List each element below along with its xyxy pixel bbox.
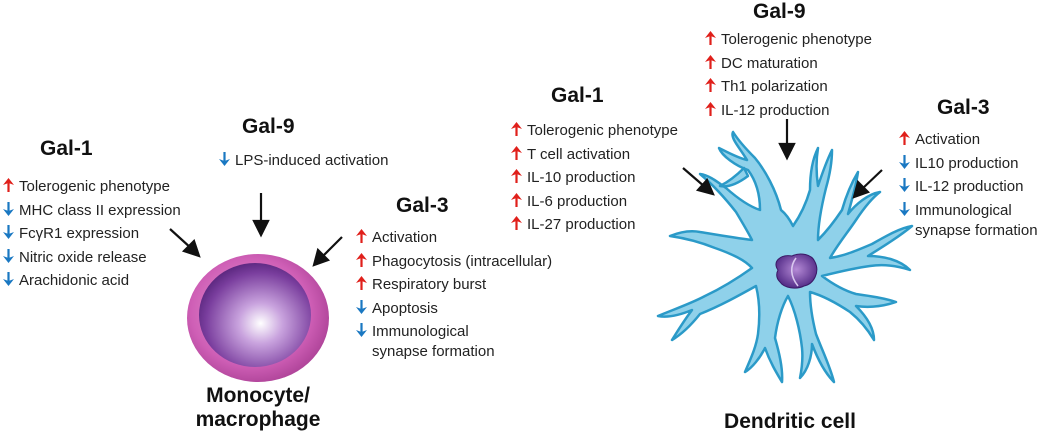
effect-text: Respiratory burst: [372, 276, 487, 293]
effect-text: DC maturation: [721, 54, 818, 72]
effect-text: FcγR1 expression: [19, 225, 140, 242]
blue-down-arrow-icon: [3, 199, 16, 216]
red-up-arrow-icon: [705, 28, 718, 45]
mono-gal9-list: LPS-induced activation: [219, 149, 388, 173]
effect-text: IL-6 production: [527, 192, 628, 210]
effect-text: Tolerogenic phenotype: [527, 122, 678, 139]
dc-gal3-title: Gal-3: [937, 96, 990, 119]
effect-text: IL-10 production: [527, 169, 636, 186]
dendritic-nucleus: [775, 253, 818, 289]
red-up-arrow-icon: [511, 166, 524, 183]
dendritic-label: Dendritic cell: [724, 410, 856, 433]
effect-text: Immunological synapse formation: [915, 201, 1038, 239]
blue-down-arrow-icon: [899, 152, 912, 169]
blue-down-arrow-icon: [356, 297, 369, 314]
red-up-arrow-icon: [511, 213, 524, 230]
effect-item: IL-27 production: [511, 213, 678, 237]
effect-text: IL-12 production: [721, 101, 830, 119]
effect-text: IL-27 production: [527, 216, 636, 233]
effect-text: MHC class II expression: [19, 201, 181, 219]
monocyte-label-line2: macrophage: [195, 408, 321, 431]
effect-item: MHC class II expression: [3, 199, 181, 223]
effect-item: Activation: [356, 226, 552, 250]
blue-down-arrow-icon: [3, 269, 16, 286]
effect-item: Arachidonic acid: [3, 269, 181, 293]
effect-item: FcγR1 expression: [3, 222, 181, 246]
effect-text: Phagocytosis (intracellular): [372, 252, 553, 270]
red-up-arrow-icon: [705, 75, 718, 92]
effect-text: Apoptosis: [372, 299, 438, 317]
effect-item: Phagocytosis (intracellular): [356, 250, 552, 274]
effect-item: IL-10 production: [511, 166, 678, 190]
effect-item: Nitric oxide release: [3, 246, 181, 270]
effect-item: LPS-induced activation: [219, 149, 388, 173]
effect-text: Nitric oxide release: [19, 248, 147, 266]
effect-item: Activation: [899, 128, 1038, 152]
blue-down-arrow-icon: [899, 175, 912, 192]
effect-text: IL-12 production: [915, 178, 1024, 195]
blue-down-arrow-icon: [899, 199, 912, 216]
effect-text: Activation: [372, 229, 438, 246]
mono-gal9-title: Gal-9: [242, 115, 295, 138]
blue-down-arrow-icon: [219, 149, 232, 166]
red-up-arrow-icon: [356, 273, 369, 290]
effect-item: IL10 production: [899, 152, 1038, 176]
effect-text: Arachidonic acid: [19, 272, 130, 289]
effect-text: Activation: [915, 131, 981, 148]
effect-text: LPS-induced activation: [235, 152, 389, 169]
effect-item: Th1 polarization: [705, 75, 872, 99]
effect-item: IL-12 production: [705, 99, 872, 123]
effect-text: Immunological synapse formation: [372, 323, 495, 360]
effect-item: Immunological synapse formation: [899, 199, 1038, 241]
red-up-arrow-icon: [511, 190, 524, 207]
dendritic-arrows: [682, 119, 883, 199]
gal1-to-monocyte-arrow: [169, 228, 201, 258]
mono-gal1-title: Gal-1: [40, 137, 93, 160]
red-up-arrow-icon: [705, 52, 718, 69]
effect-item: Tolerogenic phenotype: [511, 119, 678, 143]
red-up-arrow-icon: [356, 226, 369, 243]
effect-text: Th1 polarization: [721, 78, 828, 95]
effect-item: DC maturation: [705, 52, 872, 76]
red-up-arrow-icon: [511, 119, 524, 136]
effect-item: Apoptosis: [356, 297, 552, 321]
effect-item: Tolerogenic phenotype: [705, 28, 872, 52]
monocyte-label-line1: Monocyte/: [206, 384, 310, 407]
red-up-arrow-icon: [511, 143, 524, 160]
effect-item: Respiratory burst: [356, 273, 552, 297]
red-up-arrow-icon: [705, 99, 718, 116]
gal9-to-monocyte-arrow: [252, 193, 270, 238]
gal1-to-dc-arrow: [682, 167, 715, 196]
monocyte-label: Monocyte/ macrophage: [178, 384, 338, 432]
mono-gal3-title: Gal-3: [396, 194, 449, 217]
monocyte-arrows: [169, 193, 343, 267]
effect-text: Tolerogenic phenotype: [721, 31, 872, 48]
effect-item: IL-6 production: [511, 190, 678, 214]
blue-down-arrow-icon: [356, 320, 369, 337]
effect-item: Tolerogenic phenotype: [3, 175, 181, 199]
red-up-arrow-icon: [899, 128, 912, 145]
gal3-to-monocyte-arrow: [312, 236, 343, 267]
effect-item: IL-12 production: [899, 175, 1038, 199]
blue-down-arrow-icon: [3, 222, 16, 239]
effect-item: Immunological synapse formation: [356, 320, 552, 362]
gal9-to-dc-arrow: [778, 119, 796, 161]
dc-gal1-title: Gal-1: [551, 84, 604, 107]
blue-down-arrow-icon: [3, 246, 16, 263]
effect-text: T cell activation: [527, 145, 631, 163]
dc-gal9-title: Gal-9: [753, 0, 806, 23]
effect-text: Tolerogenic phenotype: [19, 178, 170, 195]
gal3-to-dc-arrow: [852, 169, 883, 199]
effect-item: T cell activation: [511, 143, 678, 167]
monocyte-cell: [187, 254, 329, 382]
effect-text: IL10 production: [915, 154, 1019, 172]
red-up-arrow-icon: [356, 250, 369, 267]
red-up-arrow-icon: [3, 175, 16, 192]
